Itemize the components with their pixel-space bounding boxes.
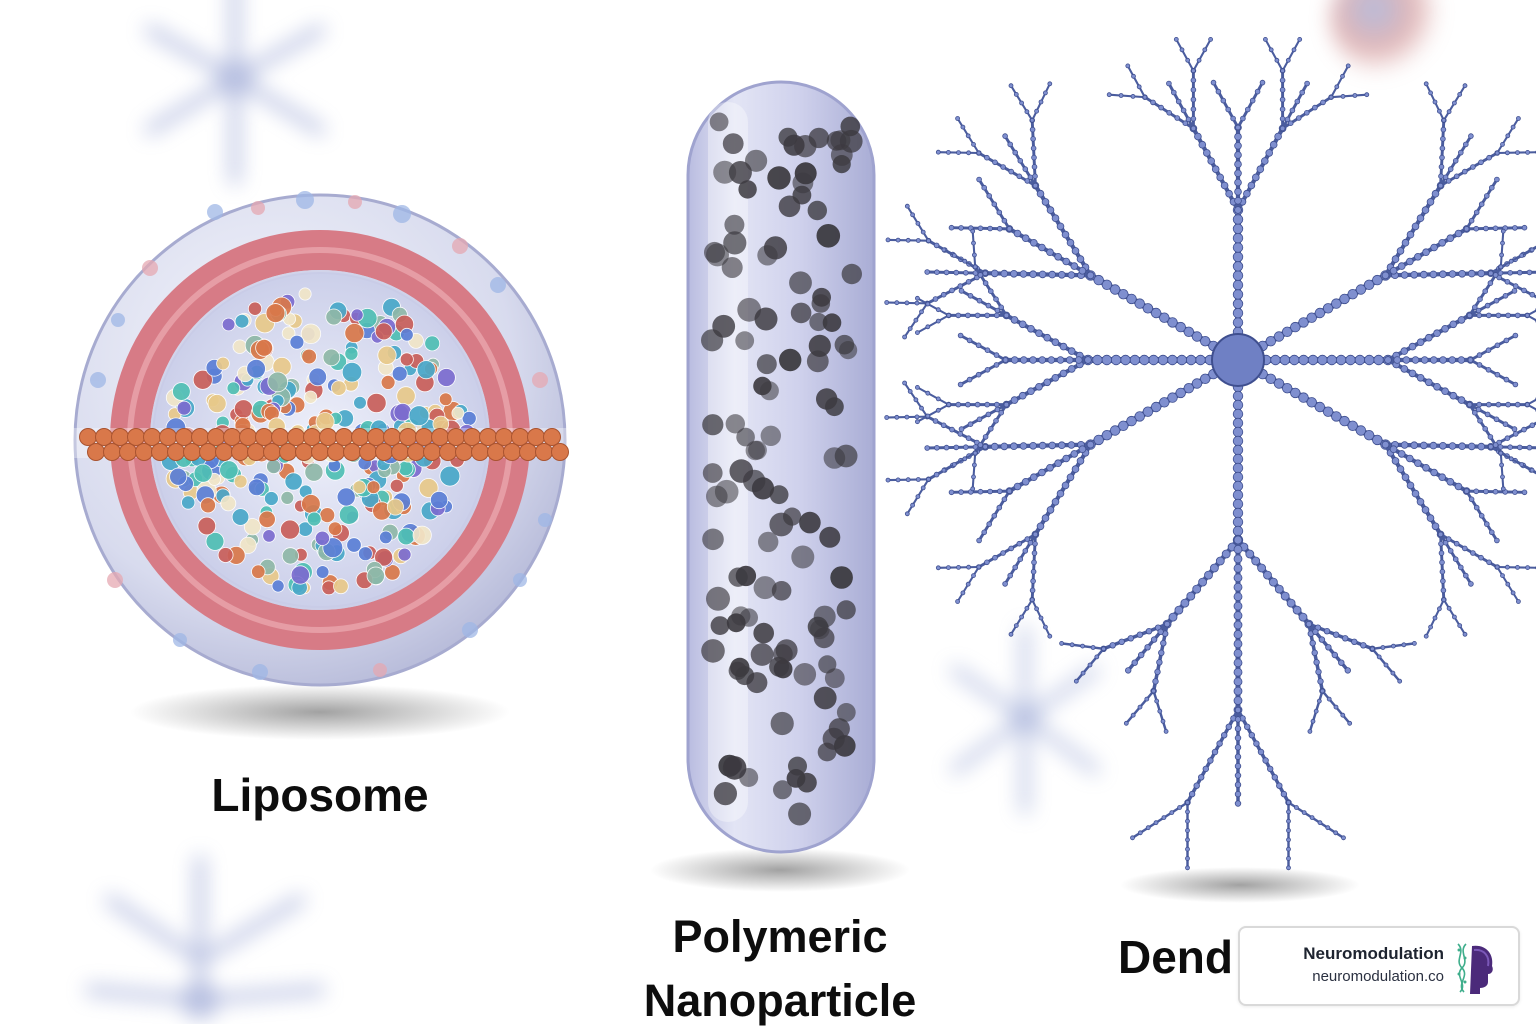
background-particle-blob — [1330, 0, 1440, 75]
brand-watermark[interactable]: Neuromodulation neuromodulation.co — [1238, 926, 1520, 1006]
polymeric-label-line-2: Nanoparticle — [600, 969, 960, 1033]
polymeric-label-line-1: Polymeric — [600, 905, 960, 969]
brand-url: neuromodulation.co — [1303, 968, 1444, 985]
liposome-illustration — [70, 191, 570, 740]
liposome-label: Liposome — [160, 768, 480, 822]
neuromodulation-logo-icon — [1452, 940, 1496, 996]
polymeric-nanoparticle-illustration — [650, 82, 910, 892]
polymeric-nanoparticle-label: Polymeric Nanoparticle — [600, 905, 960, 1033]
background-dendrimer-bottom-left — [90, 860, 320, 1014]
dendrimer-label: Dend — [1118, 930, 1233, 984]
brand-name: Neuromodulation — [1303, 944, 1444, 964]
background-dendrimer-top-left — [150, 0, 320, 180]
dendrimer-illustration — [885, 37, 1536, 903]
liposome-bead-band — [80, 429, 569, 461]
background-dendrimer-middle — [955, 630, 1095, 810]
